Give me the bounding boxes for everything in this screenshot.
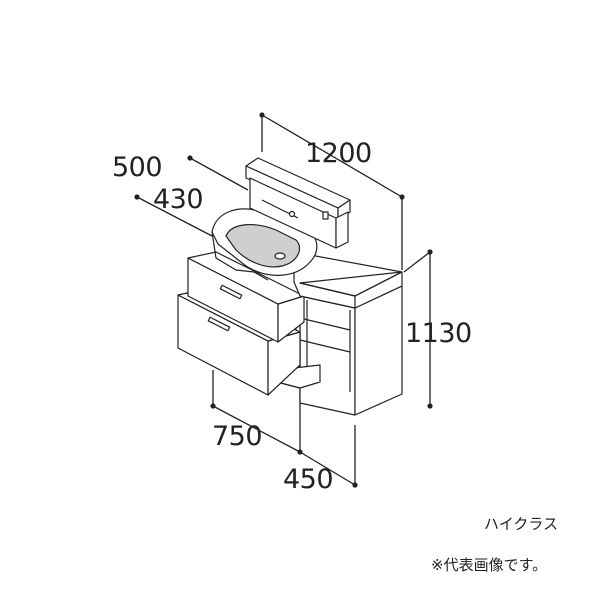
dim-label-500: 500 [112, 152, 162, 183]
vanity-illustration [177, 157, 403, 416]
grade-label: ハイクラス [484, 515, 559, 533]
control-panel-icon [322, 211, 329, 220]
dim-line-430 [136, 196, 213, 237]
dim-line-500 [189, 157, 249, 191]
drawer-handle-icon[interactable] [207, 316, 231, 332]
faucet-icon [288, 210, 296, 218]
dimension-lines [136, 114, 431, 486]
representative-image-note: ※代表画像です。 [431, 556, 548, 574]
dim-line-450 [299, 451, 356, 486]
dim-line-1200 [261, 114, 403, 198]
countertop [293, 251, 403, 309]
backsplash-unit [245, 157, 351, 249]
drawer-handle-icon[interactable] [219, 284, 243, 300]
dim-label-1200: 1200 [305, 138, 372, 169]
dim-label-1130: 1130 [405, 318, 472, 349]
dim-label-450: 450 [283, 464, 333, 495]
dimension-dots [134, 112, 433, 488]
dim-line-750 [212, 405, 301, 453]
dim-label-750: 750 [212, 421, 262, 452]
dim-label-430: 430 [153, 184, 203, 215]
drain-icon [274, 252, 286, 260]
